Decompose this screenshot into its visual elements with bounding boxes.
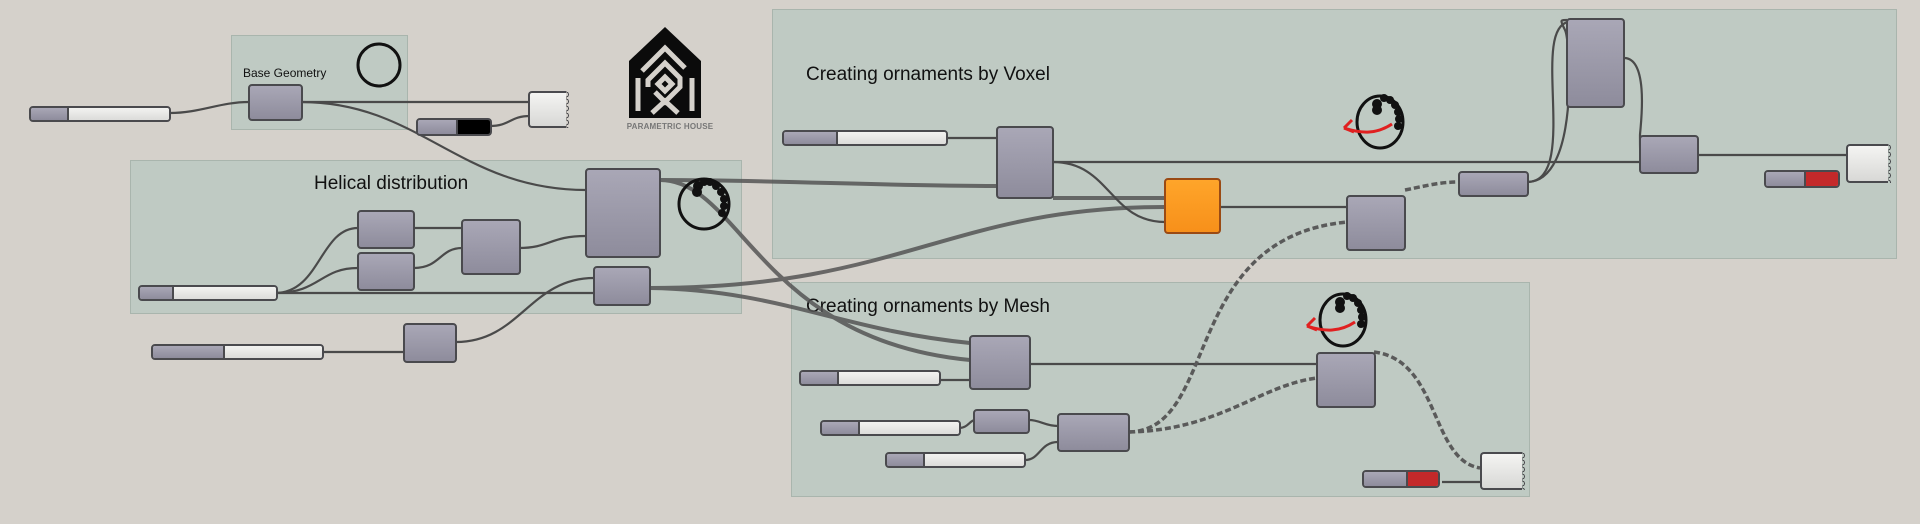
- component-node[interactable]: [1458, 171, 1529, 197]
- helix-rotation-icon: [1305, 292, 1368, 348]
- wire: [1404, 180, 1461, 192]
- component-node[interactable]: [357, 210, 415, 249]
- group-ornaments-voxel[interactable]: Creating ornaments by Voxel: [772, 9, 1897, 259]
- component-node[interactable]: [461, 219, 521, 275]
- boolean-toggle-voxel[interactable]: [1764, 170, 1840, 188]
- voxel-component-node[interactable]: [1164, 178, 1221, 234]
- group-title-base-geometry: Base Geometry: [243, 66, 327, 80]
- number-slider[interactable]: [799, 370, 941, 386]
- preview-panel-mesh[interactable]: [1480, 452, 1528, 490]
- number-slider[interactable]: [782, 130, 948, 146]
- boolean-toggle-base[interactable]: [416, 118, 492, 136]
- wire: [649, 205, 1166, 290]
- wire: [300, 100, 587, 192]
- toggle-state-off: [1408, 472, 1438, 486]
- number-slider[interactable]: [151, 344, 324, 360]
- component-node[interactable]: [593, 266, 651, 306]
- wire: [518, 234, 587, 250]
- component-node[interactable]: [1057, 413, 1130, 452]
- wire: [455, 276, 595, 344]
- preview-panel-base[interactable]: [528, 91, 572, 128]
- wire: [413, 246, 463, 270]
- circle-component-node[interactable]: [248, 84, 303, 121]
- number-slider[interactable]: [820, 420, 961, 436]
- wire: [649, 286, 971, 345]
- number-slider[interactable]: [29, 106, 171, 122]
- component-node[interactable]: [996, 126, 1054, 199]
- wire: [1526, 20, 1569, 184]
- number-slider[interactable]: [138, 285, 278, 301]
- helix-component-node[interactable]: [585, 168, 661, 258]
- component-node[interactable]: [969, 335, 1031, 390]
- wire: [1052, 160, 1166, 224]
- wire: [1128, 376, 1318, 434]
- component-node[interactable]: [357, 252, 415, 291]
- group-title-ornaments-voxel: Creating ornaments by Voxel: [806, 64, 1050, 85]
- toggle-state-off: [1806, 172, 1838, 186]
- group-title-helical-distribution: Helical distribution: [314, 173, 469, 194]
- group-title-ornaments-mesh: Creating ornaments by Mesh: [806, 296, 1050, 317]
- circle-preview-icon: [356, 42, 402, 88]
- wire: [1526, 18, 1571, 184]
- wire: [489, 114, 531, 128]
- wire: [1373, 350, 1481, 470]
- wire: [1028, 418, 1059, 428]
- component-node[interactable]: [1346, 195, 1406, 251]
- wire: [659, 178, 971, 362]
- logo-text: PARAMETRIC HOUSE: [626, 122, 714, 131]
- preview-panel-voxel[interactable]: [1846, 144, 1894, 183]
- component-node[interactable]: [403, 323, 457, 363]
- toggle-state-on: [458, 120, 490, 134]
- helix-rotation-icon: [1342, 94, 1405, 150]
- component-node[interactable]: [1566, 18, 1625, 108]
- wire: [274, 226, 359, 295]
- wire: [274, 266, 359, 295]
- component-node[interactable]: [1639, 135, 1699, 174]
- helix-preview-icon: [677, 177, 731, 231]
- wire: [1128, 220, 1348, 434]
- wire: [169, 100, 250, 115]
- number-slider[interactable]: [885, 452, 1026, 468]
- component-node[interactable]: [973, 409, 1030, 434]
- parametric-house-logo-icon: [629, 27, 701, 118]
- boolean-toggle-mesh[interactable]: [1362, 470, 1440, 488]
- wire: [1024, 440, 1059, 462]
- component-node[interactable]: [1316, 352, 1376, 408]
